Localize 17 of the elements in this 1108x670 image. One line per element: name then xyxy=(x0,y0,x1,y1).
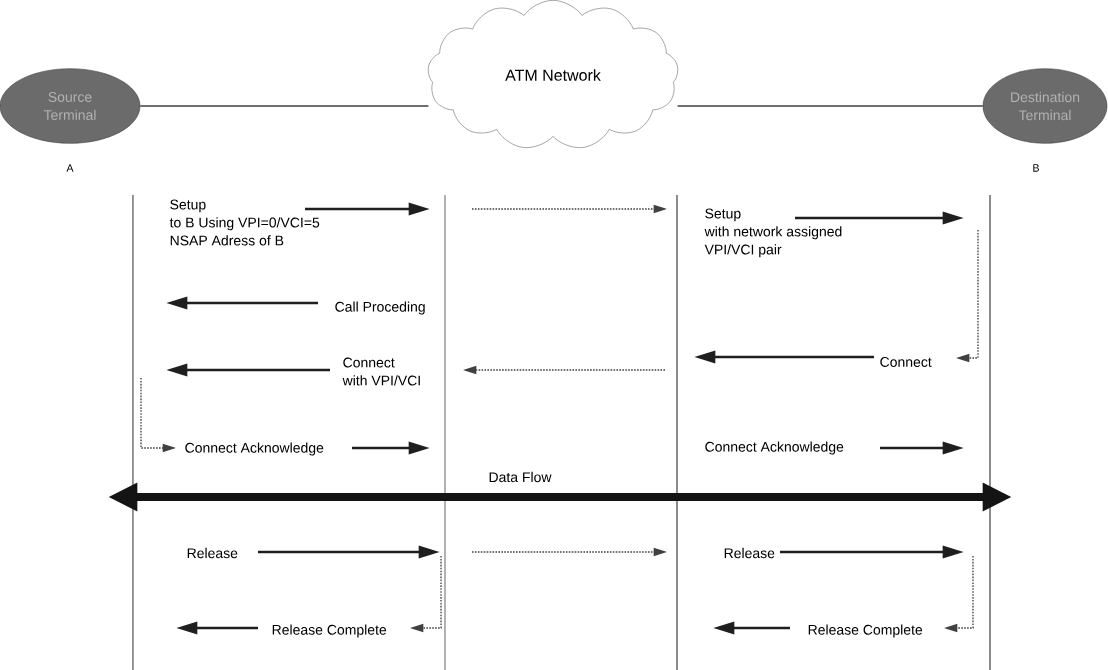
lifeline-label: A xyxy=(66,164,74,172)
message-label: Connect Acknowledge xyxy=(185,442,324,456)
connection-line xyxy=(139,105,430,107)
message-label: Setup to B Using VPI=0/VCI=5 NSAP Adress of B xyxy=(169,199,320,246)
message-label: Release Complete xyxy=(272,624,387,638)
connection-line xyxy=(676,105,984,107)
message-label: Release Complete xyxy=(808,624,923,638)
message-label: Connect xyxy=(880,357,932,367)
message-label: Release xyxy=(724,547,775,559)
message-label: Call Proceding xyxy=(335,301,425,315)
message-label: Release xyxy=(187,547,238,559)
message-label: Setup with network assigned VPI/VCI pair xyxy=(704,208,842,258)
flow-label: Data Flow xyxy=(489,471,552,483)
lifeline-label: B xyxy=(1033,164,1039,172)
message-label: Connect Acknowledge xyxy=(705,441,844,455)
message-label: Connect with VPI/VCI xyxy=(342,357,420,386)
network-cloud: ATM Network xyxy=(427,0,679,148)
